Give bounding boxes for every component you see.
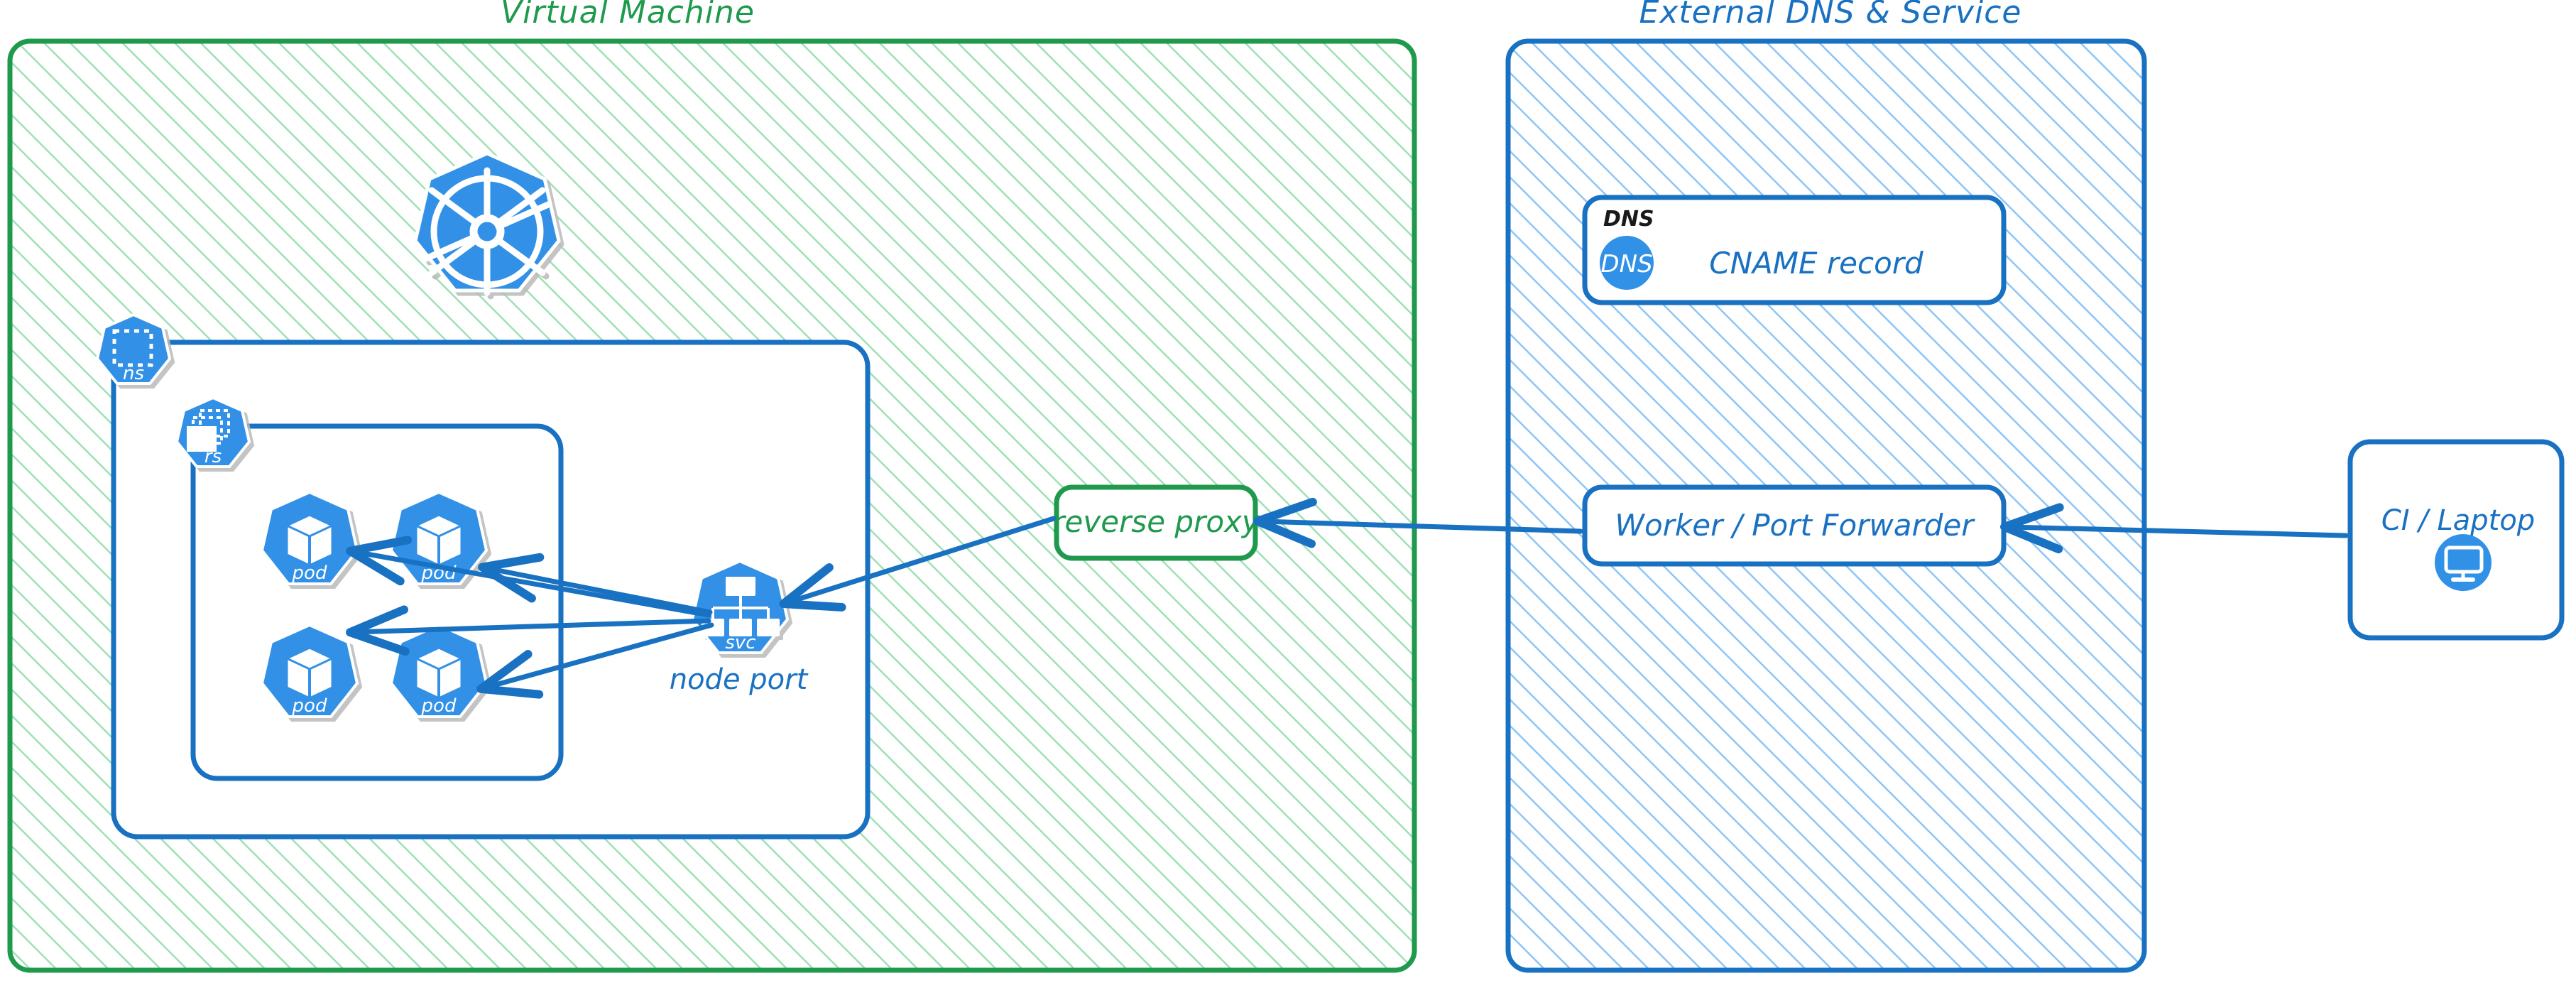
group-external-dns-service[interactable]: External DNS & Service DNS DNS CNAME rec… xyxy=(1505,0,2147,973)
external-dns-title: External DNS & Service xyxy=(1639,0,2022,31)
pod-4-label: pod xyxy=(421,695,457,717)
service-badge-label: svc xyxy=(725,632,755,653)
dns-badge-icon: DNS xyxy=(1600,236,1654,290)
dns-card-tag: DNS xyxy=(1603,207,1654,232)
edge-reverse-proxy-to-service xyxy=(779,516,1057,612)
desktop-monitor-icon xyxy=(2435,534,2492,591)
group-virtual-machine[interactable]: Virtual Machine ns xyxy=(7,0,1417,973)
virtual-machine-title: Virtual Machine xyxy=(501,0,755,31)
edge-service-to-pod-4 xyxy=(476,622,714,699)
ci-laptop-node[interactable]: CI / Laptop xyxy=(2347,439,2565,641)
pod-4[interactable]: pod xyxy=(389,623,489,718)
replicaset-badge-label: rs xyxy=(204,446,222,467)
pod-3-label: pod xyxy=(292,695,327,717)
pod-1-label: pod xyxy=(292,563,327,584)
namespace-badge[interactable]: ns xyxy=(95,313,172,385)
edges-layer xyxy=(346,497,2349,699)
dns-card[interactable] xyxy=(1582,195,2007,305)
service-node[interactable]: svc xyxy=(690,559,790,654)
pod-2[interactable]: pod xyxy=(389,490,489,585)
reverse-proxy-label: reverse proxy xyxy=(1052,504,1260,539)
dns-badge-label: DNS xyxy=(1600,250,1652,278)
edge-service-to-pod-3 xyxy=(346,605,711,656)
replicaset-container[interactable] xyxy=(190,423,564,781)
namespace-badge-label: ns xyxy=(123,363,144,384)
pod-3[interactable]: pod xyxy=(260,623,359,718)
node-port-label: node port xyxy=(670,663,809,696)
edge-service-to-pod-2 xyxy=(478,553,713,615)
kubernetes-logo-icon xyxy=(413,151,561,296)
worker-port-forwarder-label: Worker / Port Forwarder xyxy=(1615,508,1975,543)
ci-laptop-label: CI / Laptop xyxy=(2381,504,2535,537)
edge-worker-to-reverse-proxy xyxy=(1253,497,1583,548)
replicaset-badge[interactable]: rs xyxy=(175,396,251,468)
cname-record-label: CNAME record xyxy=(1709,246,1923,281)
pod-1[interactable]: pod xyxy=(260,490,359,585)
edge-ci-laptop-to-worker xyxy=(2000,503,2349,554)
